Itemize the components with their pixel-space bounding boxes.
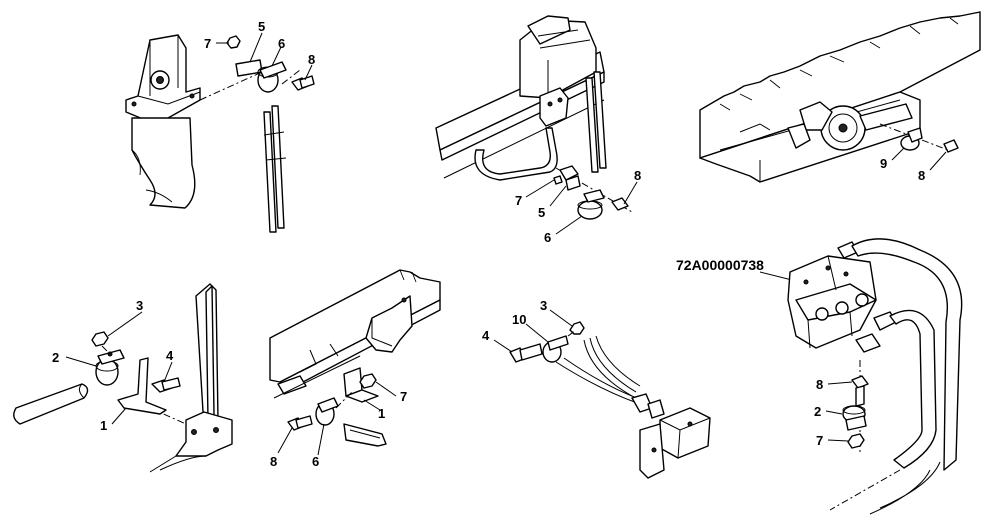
callout-7: 7 xyxy=(204,36,211,51)
callout-8: 8 xyxy=(270,454,277,469)
callout-3: 3 xyxy=(136,298,143,313)
view-conveyor-rotor: 9 8 xyxy=(699,11,981,183)
part-number-label: 72A00000738 xyxy=(676,257,764,273)
view-post-bracket-clamp: 3 2 4 1 xyxy=(13,283,233,473)
callout-2: 2 xyxy=(52,350,59,365)
callout-5: 5 xyxy=(538,205,545,220)
callout-3: 3 xyxy=(540,298,547,313)
callout-7: 7 xyxy=(515,193,522,208)
view-pillow-mount-clamp: 7 5 6 8 xyxy=(125,19,315,233)
callout-6: 6 xyxy=(278,36,285,51)
view-rail-bracket-clamp: 7 1 8 6 xyxy=(269,269,441,469)
callout-8: 8 xyxy=(308,52,315,67)
callout-6: 6 xyxy=(544,230,551,245)
callout-4: 4 xyxy=(482,328,490,343)
callout-1: 1 xyxy=(378,406,385,421)
view-hose-valve: 3 10 4 xyxy=(482,298,711,479)
callout-6: 6 xyxy=(312,454,319,469)
callout-9: 9 xyxy=(880,156,887,171)
callout-7: 7 xyxy=(816,433,823,448)
view-control-valve: 72A00000738 8 2 7 xyxy=(676,238,963,515)
callout-8: 8 xyxy=(918,168,925,183)
callout-8: 8 xyxy=(634,168,641,183)
callout-7: 7 xyxy=(400,389,407,404)
callout-5: 5 xyxy=(258,19,265,34)
callout-10: 10 xyxy=(512,312,526,327)
view-frame-step-clamp: 7 5 6 8 xyxy=(435,15,641,245)
callout-1: 1 xyxy=(100,418,107,433)
callout-8: 8 xyxy=(816,377,823,392)
callout-2: 2 xyxy=(814,404,821,419)
callout-4: 4 xyxy=(166,348,174,363)
